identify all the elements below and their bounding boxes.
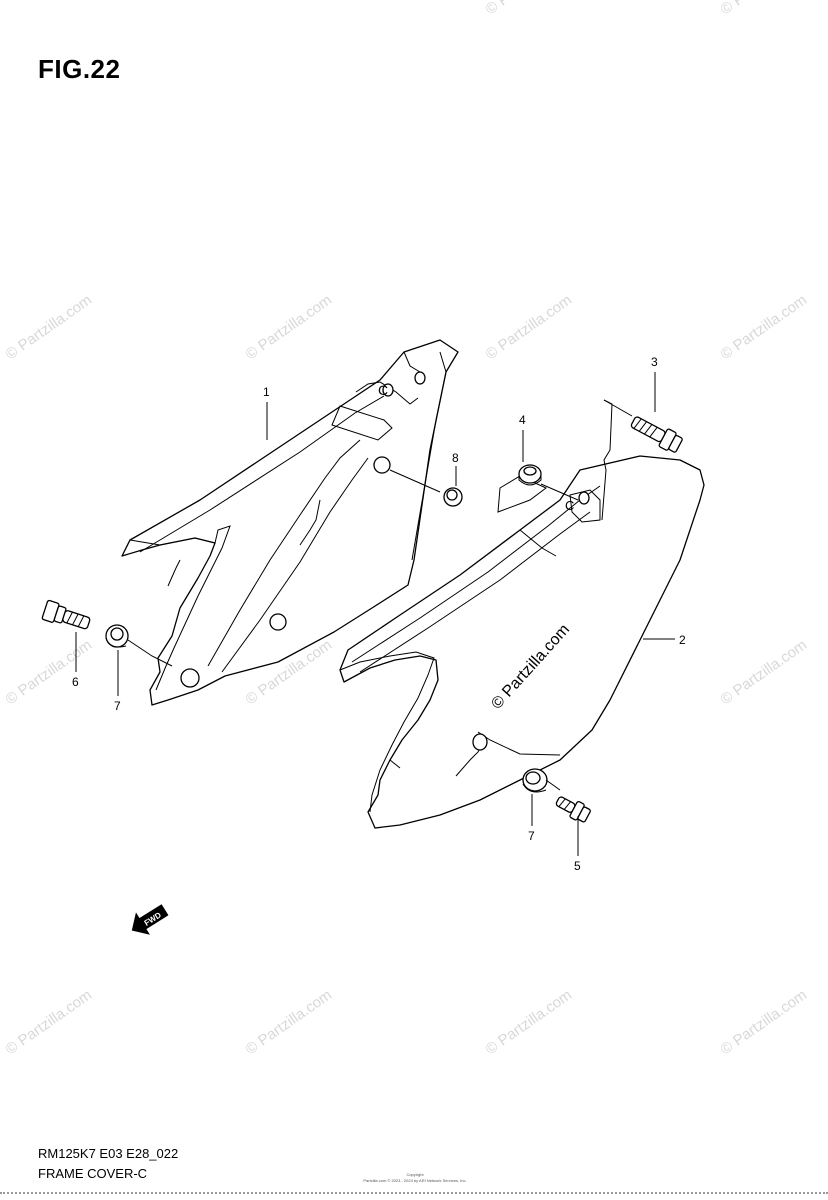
watermark: © Partzilla.com xyxy=(483,986,576,1058)
bolt-upper[interactable] xyxy=(628,412,683,454)
bottom-border xyxy=(0,1192,828,1198)
callout-5: 5 xyxy=(574,859,581,873)
watermark: © Partzilla.com xyxy=(3,636,96,708)
footer-diagram-code: RM125K7 E03 E28_022 xyxy=(38,1146,179,1161)
watermark: © Partzilla.com xyxy=(718,636,811,708)
callout-4: 4 xyxy=(519,413,526,427)
frame-cover-left[interactable]: C xyxy=(121,339,459,706)
callout-2: 2 xyxy=(679,633,686,647)
watermark: © Partzilla.com xyxy=(718,986,811,1058)
watermark: © Partzilla.com xyxy=(3,986,96,1058)
bolt-left[interactable] xyxy=(41,599,92,633)
copyright-text: Partzilla.com © 2023 - 2024 by ARI Netwo… xyxy=(363,1178,467,1183)
collar-upper[interactable] xyxy=(518,464,542,486)
footer-diagram-name: FRAME COVER-C xyxy=(38,1166,148,1181)
callout-1: 1 xyxy=(263,385,270,399)
callout-8: 8 xyxy=(452,451,459,465)
watermark: © Partzilla.com xyxy=(483,291,576,363)
cover-embossed-letter: C xyxy=(565,498,574,513)
watermark: © Partzilla.com xyxy=(483,0,576,18)
callout-6: 6 xyxy=(72,675,79,689)
forward-arrow-icon: FWD xyxy=(131,904,169,935)
watermark: © Partzilla.com xyxy=(718,0,811,18)
bolt-lower[interactable] xyxy=(553,792,591,824)
grommet-right[interactable] xyxy=(522,768,548,793)
cover-embossed-letter: C xyxy=(378,382,388,398)
callout-labels: 1 2 3 4 5 6 7 7 8 xyxy=(72,355,686,873)
watermark: © Partzilla.com xyxy=(718,291,811,363)
callout-7-right: 7 xyxy=(528,829,535,843)
copyright-heading: Copyright xyxy=(406,1172,424,1177)
grommet-small[interactable] xyxy=(443,487,463,507)
callout-3: 3 xyxy=(651,355,658,369)
leader-lines xyxy=(75,372,675,856)
watermark: © Partzilla.com xyxy=(243,986,336,1058)
watermark: © Partzilla.com xyxy=(243,291,336,363)
figure-title: FIG.22 xyxy=(38,54,121,84)
watermark: © Partzilla.com xyxy=(3,291,96,363)
grommet-left[interactable] xyxy=(105,624,129,648)
frame-cover-right[interactable]: C © Partzilla.com xyxy=(339,399,705,829)
callout-7-left: 7 xyxy=(114,699,121,713)
